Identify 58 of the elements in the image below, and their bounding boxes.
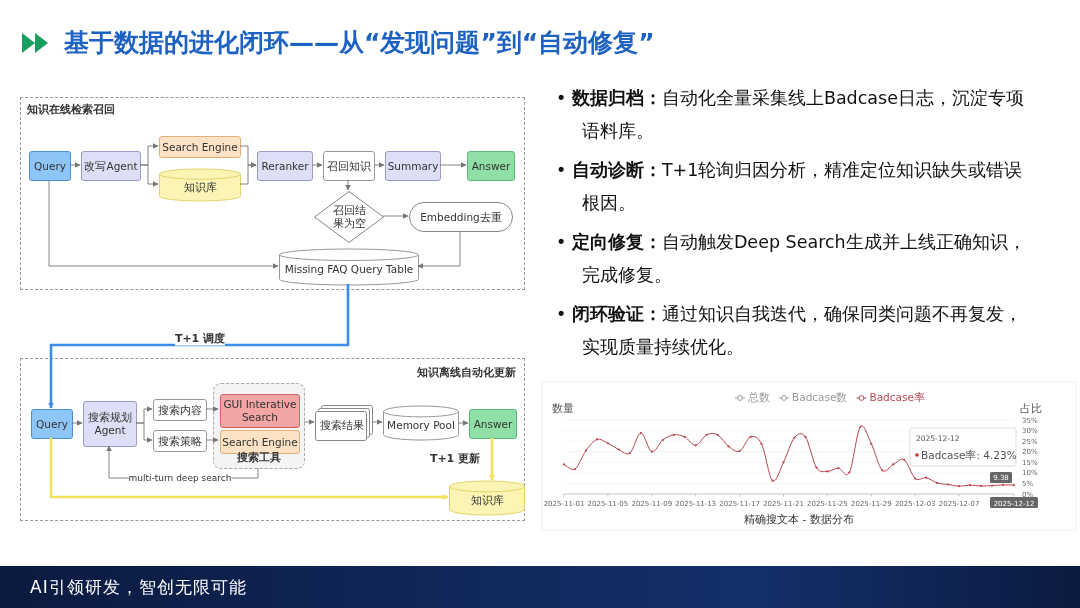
node-label: Reranker <box>261 159 309 173</box>
process-box <box>81 151 141 181</box>
node-label: Missing FAQ Query Table <box>284 262 414 276</box>
process-box <box>385 151 441 181</box>
process-box <box>153 430 207 452</box>
footer-slogan: AI引领研发，智创无限可能 <box>30 576 247 599</box>
node-label: Query <box>34 159 66 173</box>
process-box <box>467 151 515 181</box>
edge-label: T+1 调度 <box>174 330 226 346</box>
node-label: Answer <box>473 417 513 431</box>
process-box <box>29 151 71 181</box>
process-box <box>257 151 313 181</box>
node-label: 知识库 <box>183 180 217 194</box>
edge-label: multi-turn deep search <box>128 473 232 483</box>
node-label: Summary <box>387 159 439 173</box>
node-label: 召回知识 <box>327 159 371 173</box>
node-label: Answer <box>471 159 511 173</box>
node-label: 搜索内容 <box>158 403 202 417</box>
frame-heading: 知识离线自动化更新 <box>417 365 516 380</box>
legend-label: Badcase率 <box>869 391 925 403</box>
arrow <box>48 284 350 409</box>
dashed-frame <box>20 358 525 521</box>
node-label: Search Engine <box>162 140 238 154</box>
node-label: 召回结果为空 <box>332 204 366 230</box>
node-label: 搜索结果 <box>320 418 364 432</box>
node-label: GUI Interative Search <box>222 398 298 424</box>
frame-heading: 知识在线检索召回 <box>27 102 115 117</box>
process-box <box>83 401 137 447</box>
process-box <box>153 399 207 421</box>
process-box <box>469 409 517 439</box>
slide-title: 基于数据的进化闭环——从“发现问题”到“自动修复” <box>64 27 655 59</box>
legend-label: 总数 <box>748 391 770 403</box>
bullet-text: • 自动诊断：T+1轮询归因分析，精准定位知识缺失或错误根因。 <box>556 159 1024 215</box>
node-label: Query <box>36 417 68 431</box>
process-box <box>31 409 73 439</box>
axis-title: 数量 <box>552 402 574 414</box>
arrow <box>49 438 449 500</box>
node-label: 搜索策略 <box>158 434 202 448</box>
frame-heading: 搜索工具 <box>236 451 282 465</box>
arrow <box>489 438 495 481</box>
dashed-frame <box>20 97 525 290</box>
node-label: Memory Pool <box>387 418 455 432</box>
axis-title: 占比 <box>1020 402 1042 414</box>
chart-caption: 精确搜文本 - 数据分布 <box>744 513 854 525</box>
legend-label: Badcase数 <box>792 391 848 403</box>
bullet-text: • 闭环验证：通过知识自我迭代，确保同类问题不再复发，实现质量持续优化。 <box>556 303 1023 359</box>
bullet-text: • 数据归档：自动化全量采集线上Badcase日志，沉淀专项语料库。 <box>556 87 1025 143</box>
node-label: 搜索规划 Agent <box>87 411 133 437</box>
node-label: 改写Agent <box>84 159 138 173</box>
node-label: Search Engine <box>222 435 298 449</box>
bullet-text: • 定向修复：自动触发Deep Search生成并上线正确知识，完成修复。 <box>556 231 1027 287</box>
node-label: 知识库 <box>470 493 504 507</box>
process-box <box>323 151 375 181</box>
tooltip-text: Badcase率: 4.23% <box>921 449 1017 461</box>
tool-group-panel <box>213 383 305 469</box>
rounded-terminal <box>409 202 513 232</box>
edge-label: T+1 更新 <box>429 450 481 466</box>
node-label: Embedding去重 <box>420 210 502 224</box>
